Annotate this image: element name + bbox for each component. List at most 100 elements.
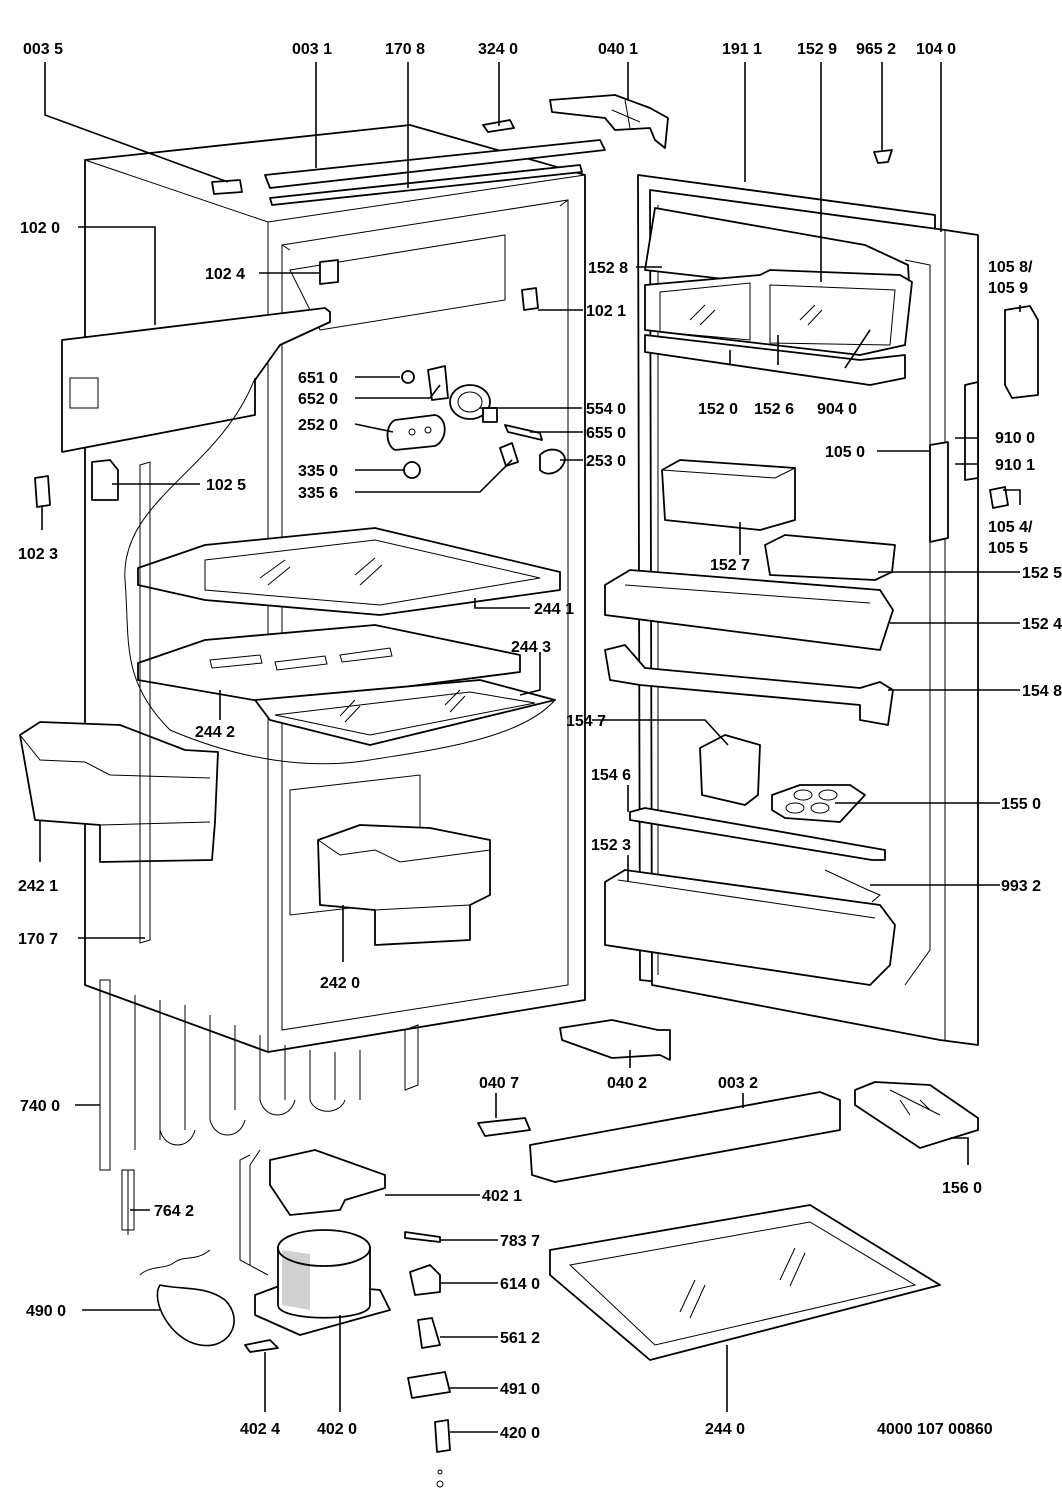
crisper-242-0 xyxy=(317,824,491,946)
part-993-2 xyxy=(824,869,881,903)
label-904-0: 904 0 xyxy=(817,401,857,418)
label-104-0: 104 0 xyxy=(916,41,956,58)
label-402-1: 402 1 xyxy=(482,1188,522,1205)
label-740-0: 740 0 xyxy=(20,1098,60,1115)
label-105-5: 105 5 xyxy=(988,540,1028,557)
part-105-4 xyxy=(989,486,1009,509)
label-152-8: 152 8 xyxy=(588,260,628,277)
holder-154-7 xyxy=(699,734,761,806)
ice-tray-156-0 xyxy=(854,1081,979,1149)
label-253-0: 253 0 xyxy=(586,453,626,470)
part-102-4 xyxy=(319,259,339,285)
part-402-4 xyxy=(244,1339,279,1353)
label-154-6: 154 6 xyxy=(591,767,631,784)
label-105-4: 105 4/ xyxy=(988,519,1033,536)
label-614-0: 614 0 xyxy=(500,1276,540,1293)
label-003-5: 003 5 xyxy=(23,41,63,58)
seal-170-7 xyxy=(139,461,151,944)
rail-154-6 xyxy=(629,807,886,861)
label-242-0: 242 0 xyxy=(320,975,360,992)
drawing-number: 4000 107 00860 xyxy=(877,1421,993,1438)
shelf-244-2 xyxy=(137,624,521,703)
label-402-4: 402 4 xyxy=(240,1421,280,1438)
label-102-3: 102 3 xyxy=(18,546,58,563)
label-561-2: 561 2 xyxy=(500,1330,540,1347)
label-655-0: 655 0 xyxy=(586,425,626,442)
plinth-003-2 xyxy=(529,1091,841,1183)
shelf-244-1 xyxy=(137,527,561,616)
box-152-7 xyxy=(661,459,796,531)
label-910-1: 910 1 xyxy=(995,457,1035,474)
label-324-0: 324 0 xyxy=(478,41,518,58)
tray-152-4 xyxy=(604,569,894,651)
label-764-2: 764 2 xyxy=(154,1203,194,1220)
label-105-0: 105 0 xyxy=(825,444,865,461)
glass-shelf-244-0 xyxy=(549,1204,941,1361)
part-102-5 xyxy=(91,459,119,501)
label-152-5: 152 5 xyxy=(1022,565,1062,582)
label-402-0: 402 0 xyxy=(317,1421,357,1438)
label-154-7: 154 7 xyxy=(566,713,606,730)
compressor xyxy=(239,1149,391,1336)
shelf-244-3 xyxy=(254,679,556,746)
part-783-7 xyxy=(404,1231,441,1243)
label-102-5: 102 5 xyxy=(206,477,246,494)
label-244-1: 244 1 xyxy=(534,601,574,618)
part-102-1 xyxy=(521,287,539,311)
label-152-9: 152 9 xyxy=(797,41,837,58)
label-335-6: 335 6 xyxy=(298,485,338,502)
top-hinge xyxy=(549,94,669,149)
bar-154-8 xyxy=(604,644,894,726)
label-652-0: 652 0 xyxy=(298,391,338,408)
label-152-3: 152 3 xyxy=(591,837,631,854)
part-105-8 xyxy=(1004,305,1039,399)
part-420-0 xyxy=(434,1419,451,1453)
label-993-2: 993 2 xyxy=(1001,878,1041,895)
label-335-0: 335 0 xyxy=(298,463,338,480)
label-965-2: 965 2 xyxy=(856,41,896,58)
label-651-0: 651 0 xyxy=(298,370,338,387)
label-003-1: 003 1 xyxy=(292,41,332,58)
crisper-242-1 xyxy=(19,721,219,863)
label-244-0: 244 0 xyxy=(705,1421,745,1438)
label-554-0: 554 0 xyxy=(586,401,626,418)
label-420-0: 420 0 xyxy=(500,1425,540,1442)
label-170-8: 170 8 xyxy=(385,41,425,58)
label-156-0: 156 0 xyxy=(942,1180,982,1197)
dairy-compartment xyxy=(644,207,913,386)
power-cord-490-0 xyxy=(156,1284,235,1347)
label-102-1: 102 1 xyxy=(586,303,626,320)
label-170-7: 170 7 xyxy=(18,931,58,948)
label-155-0: 155 0 xyxy=(1001,796,1041,813)
label-105-9: 105 9 xyxy=(988,280,1028,297)
label-154-8: 154 8 xyxy=(1022,683,1062,700)
leader-lines xyxy=(39,62,1021,1433)
label-191-1: 191 1 xyxy=(722,41,762,58)
label-244-3: 244 3 xyxy=(511,639,551,656)
part-102-3 xyxy=(34,475,51,508)
thermostat-assembly xyxy=(386,365,566,479)
part-965-2 xyxy=(873,149,893,164)
label-244-2: 244 2 xyxy=(195,724,235,741)
part-003-5 xyxy=(211,179,243,195)
label-040-7: 040 7 xyxy=(479,1075,519,1092)
label-040-2: 040 2 xyxy=(607,1075,647,1092)
label-102-0: 102 0 xyxy=(20,220,60,237)
egg-tray-155-0 xyxy=(771,784,866,823)
label-102-4: 102 4 xyxy=(205,266,245,283)
label-910-0: 910 0 xyxy=(995,430,1035,447)
part-491-0 xyxy=(407,1371,451,1399)
capillary-764-2 xyxy=(121,1169,211,1276)
label-152-4: 152 4 xyxy=(1022,616,1062,633)
label-105-8: 105 8/ xyxy=(988,259,1033,276)
bottom-hinge xyxy=(559,1019,671,1061)
label-003-2: 003 2 xyxy=(718,1075,758,1092)
part-614-0 xyxy=(409,1264,441,1296)
part-105-0 xyxy=(929,441,949,543)
part-561-2 xyxy=(417,1317,441,1349)
label-040-1: 040 1 xyxy=(598,41,638,58)
label-242-1: 242 1 xyxy=(18,878,58,895)
label-491-0: 491 0 xyxy=(500,1381,540,1398)
tray-152-3 xyxy=(604,869,896,986)
